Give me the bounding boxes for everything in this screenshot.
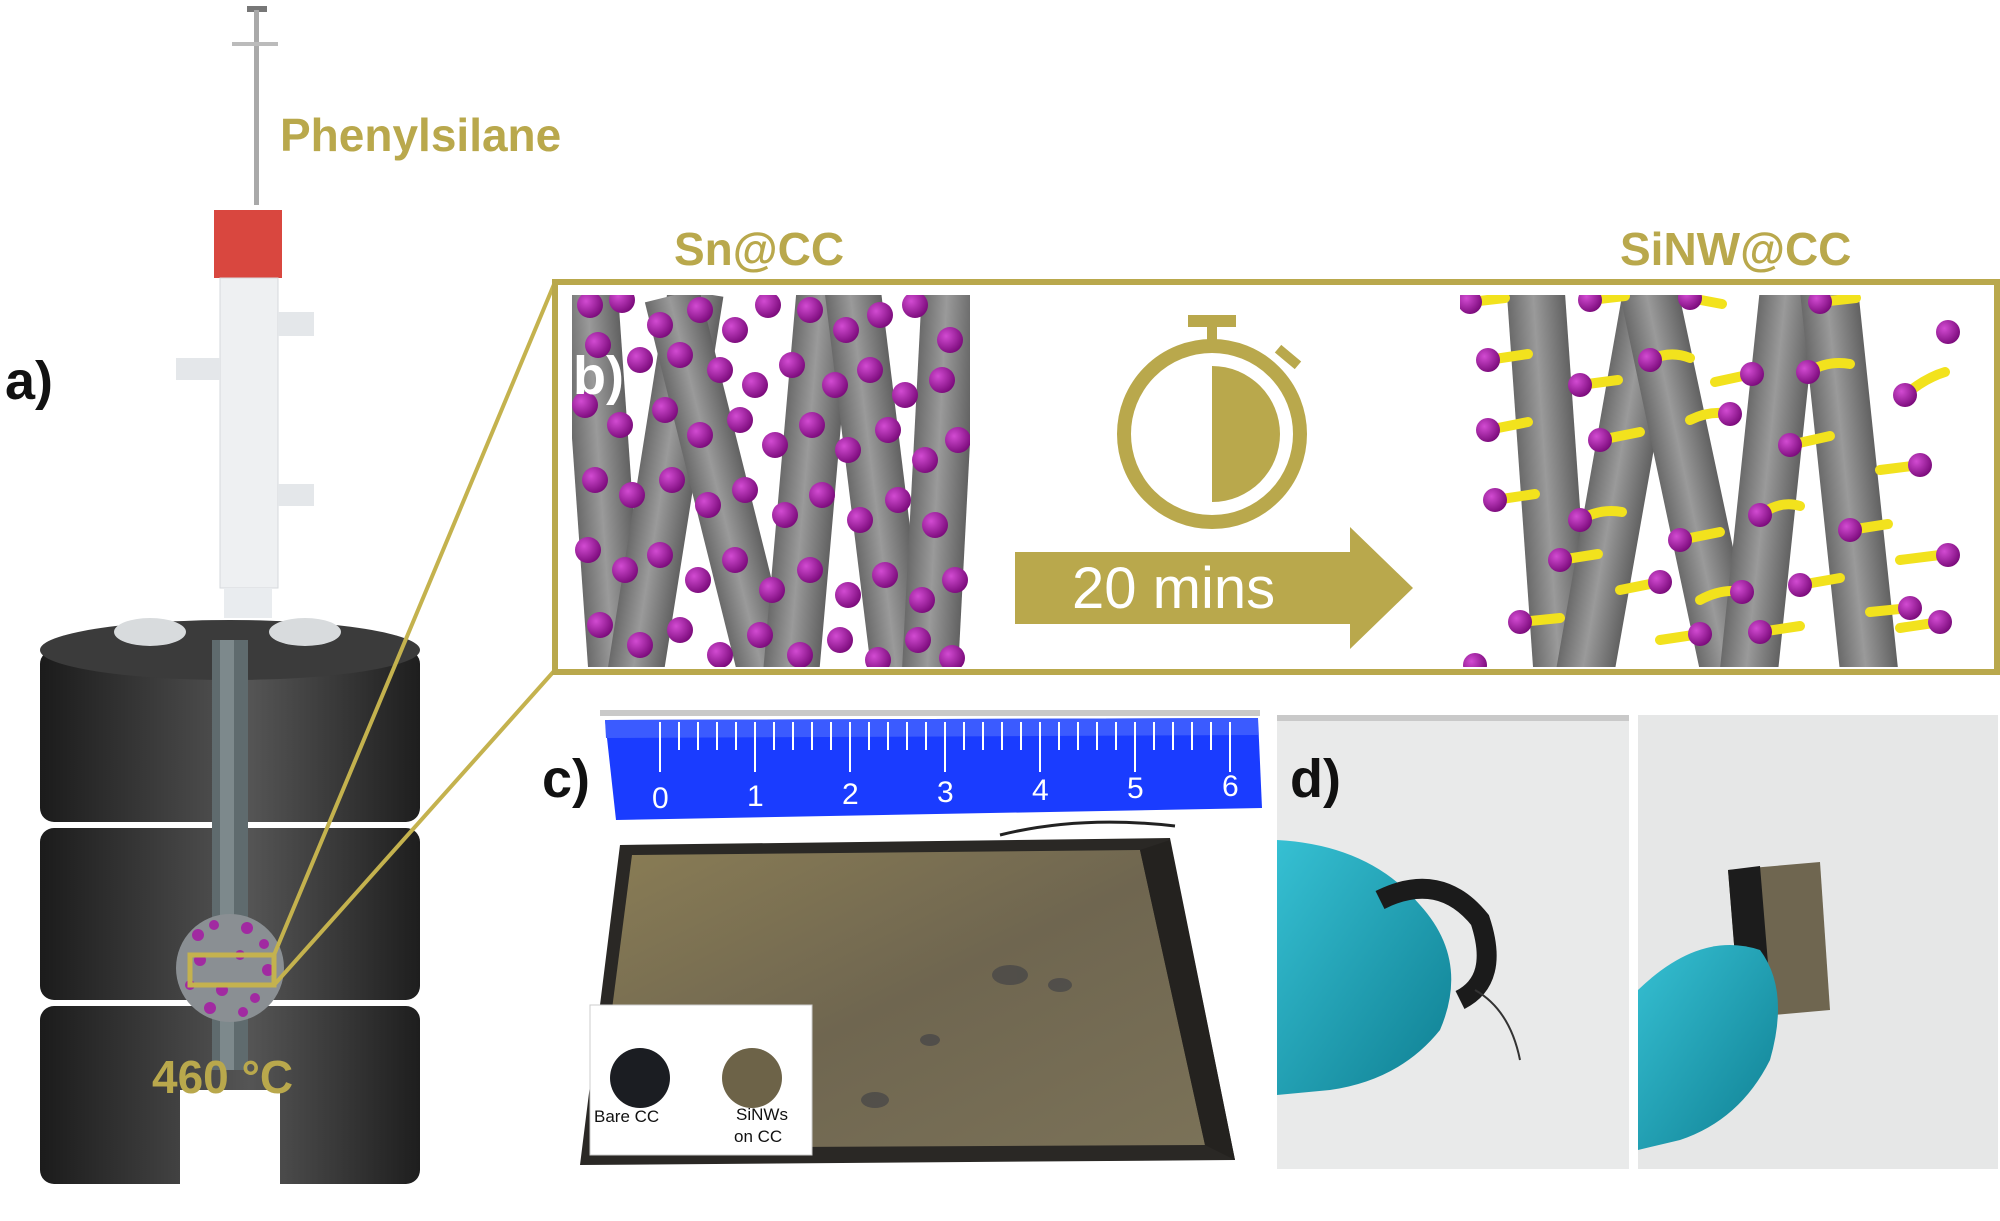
- ruler-label-4: 4: [1032, 774, 1049, 807]
- panel-label-c: c): [542, 749, 591, 809]
- zoom-box: [187, 952, 277, 988]
- syringe-icon: [176, 6, 314, 618]
- zoom-line-top: [272, 281, 557, 956]
- ruler-label-2: 2: [842, 778, 859, 811]
- sinw-cc-schematic: [1460, 295, 1992, 667]
- ruler-labels: 0 1 2 3 4 5 6: [652, 770, 1239, 815]
- panel-d-photo-right: [1638, 715, 1998, 1169]
- sinw-cc-disk: [722, 1048, 782, 1108]
- inset-sinw-label-line2: on CC: [734, 1127, 782, 1146]
- panel-c-photo: 0 1 2 3 4 5 6 Bare CC SiNWs on CC: [580, 710, 1262, 1165]
- stopwatch-icon: [1117, 315, 1307, 529]
- bare-cc-disk: [610, 1048, 670, 1108]
- glove-right: [1638, 945, 1778, 1150]
- panel-label-b: b): [573, 346, 624, 406]
- inset-bare-cc-label: Bare CC: [594, 1107, 659, 1126]
- panel-label-d: d): [1290, 749, 1341, 809]
- panel-d-photo-left: [1277, 715, 1629, 1169]
- arrow-right-icon: [1015, 527, 1413, 649]
- time-label: 20 mins: [1072, 556, 1276, 621]
- sn-cc-label: Sn@CC: [674, 223, 845, 275]
- temperature-label: 460 °C: [152, 1051, 294, 1103]
- sinw-cc-label: SiNW@CC: [1620, 223, 1852, 275]
- furnace-icon: [40, 618, 420, 1190]
- ruler-label-0: 0: [652, 782, 669, 815]
- stopper: [214, 210, 282, 278]
- panel-label-a: a): [5, 351, 54, 411]
- sn-cc-schematic: [572, 295, 970, 667]
- ruler-label-1: 1: [747, 780, 764, 813]
- ruler-label-3: 3: [937, 776, 954, 809]
- zoom-line-bottom: [272, 668, 557, 987]
- furnace-assembly: [40, 6, 557, 1190]
- glove-left: [1277, 840, 1452, 1095]
- reagent-label: Phenylsilane: [280, 109, 562, 161]
- ruler-ticks: [659, 722, 1231, 772]
- flexed-cloth-left: [1375, 878, 1497, 1009]
- ruler-label-6: 6: [1222, 770, 1239, 803]
- ruler-label-5: 5: [1127, 772, 1144, 805]
- inset-sinw-label-line1: SiNWs: [736, 1105, 788, 1124]
